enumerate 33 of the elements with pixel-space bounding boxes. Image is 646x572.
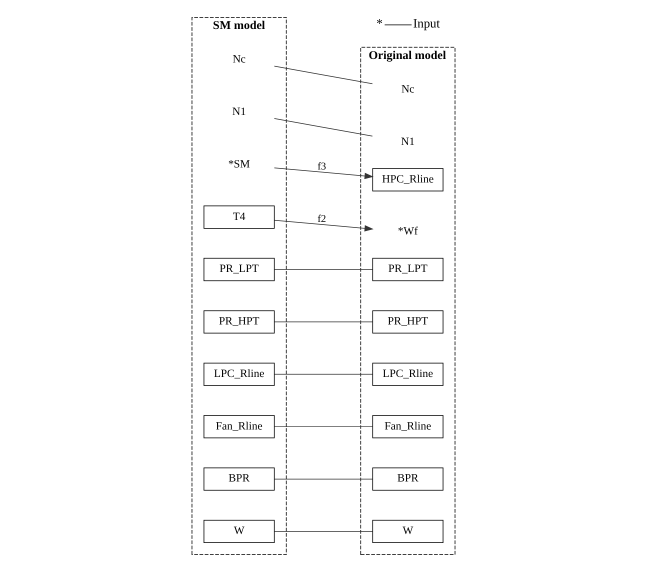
connector — [273, 374, 372, 375]
node-text: N1 — [400, 136, 414, 148]
arrow — [273, 220, 374, 232]
label: * — [376, 16, 382, 31]
node-text: N1 — [232, 106, 246, 118]
connector — [273, 118, 372, 136]
node-box: T4 — [203, 206, 274, 229]
arrow — [273, 167, 374, 180]
node-text: Nc — [232, 54, 246, 66]
node-box: LPC_Rline — [372, 362, 443, 386]
node-box: BPR — [372, 467, 443, 491]
node-text: *Wf — [397, 226, 418, 238]
node-box: PR_HPT — [372, 310, 443, 334]
node-text: Nc — [400, 84, 414, 96]
node-text: *SM — [228, 158, 250, 170]
node-box: LPC_Rline — [203, 362, 274, 386]
connector — [273, 269, 372, 270]
edge-label: f2 — [316, 214, 326, 225]
connector — [273, 478, 372, 480]
node-box: PR_LPT — [203, 258, 274, 282]
edge-label: f3 — [316, 161, 326, 172]
node-box: W — [203, 520, 274, 544]
node-box: PR_HPT — [203, 310, 274, 334]
node-box: HPC_Rline — [372, 168, 443, 192]
node-box: Fan_Rline — [372, 415, 443, 438]
connector — [273, 426, 372, 428]
node-box: PR_LPT — [372, 258, 443, 282]
node-box: Fan_Rline — [203, 415, 274, 438]
node-box: BPR — [203, 467, 274, 491]
connector — [273, 531, 372, 532]
connector — [273, 66, 372, 84]
label: Input — [412, 16, 440, 31]
node-box: W — [372, 520, 443, 544]
